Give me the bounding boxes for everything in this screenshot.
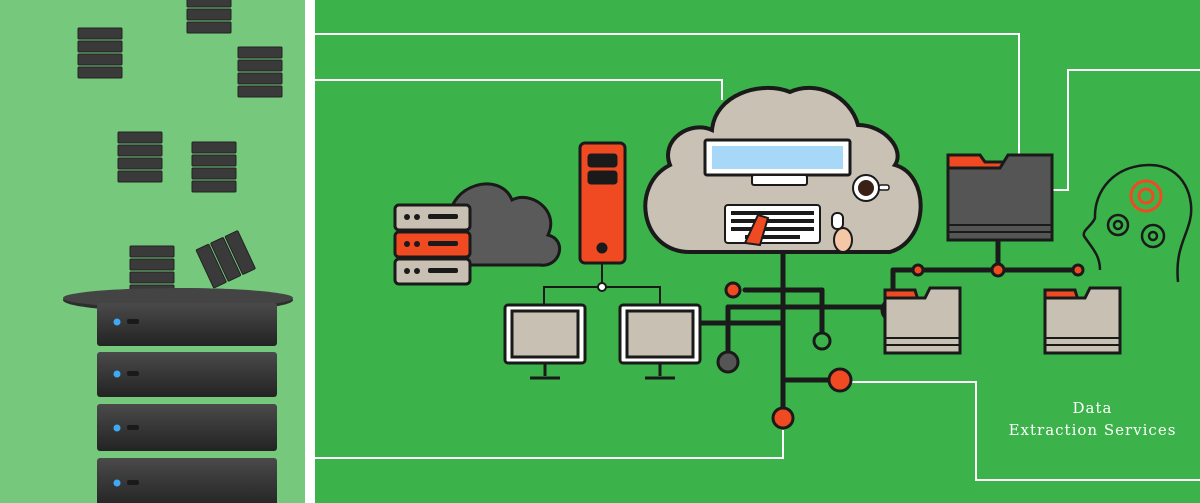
folder-icon [946, 153, 1054, 242]
server-rack [63, 288, 293, 503]
monitor-icon [503, 303, 587, 380]
laptop-workspace-icon [703, 138, 853, 253]
coffee-cup-icon [852, 174, 890, 202]
monitor-icon [618, 303, 702, 380]
server-stack-icon [77, 0, 283, 297]
server-card-icon [393, 203, 472, 286]
desktop-tower-icon [578, 141, 627, 265]
divider [305, 0, 315, 503]
head-gears-icon [1082, 163, 1193, 283]
caption-line-1: Data [1072, 399, 1113, 417]
caption-line-2: Extraction Services [1008, 421, 1177, 439]
folder-icon [883, 286, 962, 355]
folder-icon [1043, 286, 1122, 355]
connector-lines [315, 33, 1200, 481]
